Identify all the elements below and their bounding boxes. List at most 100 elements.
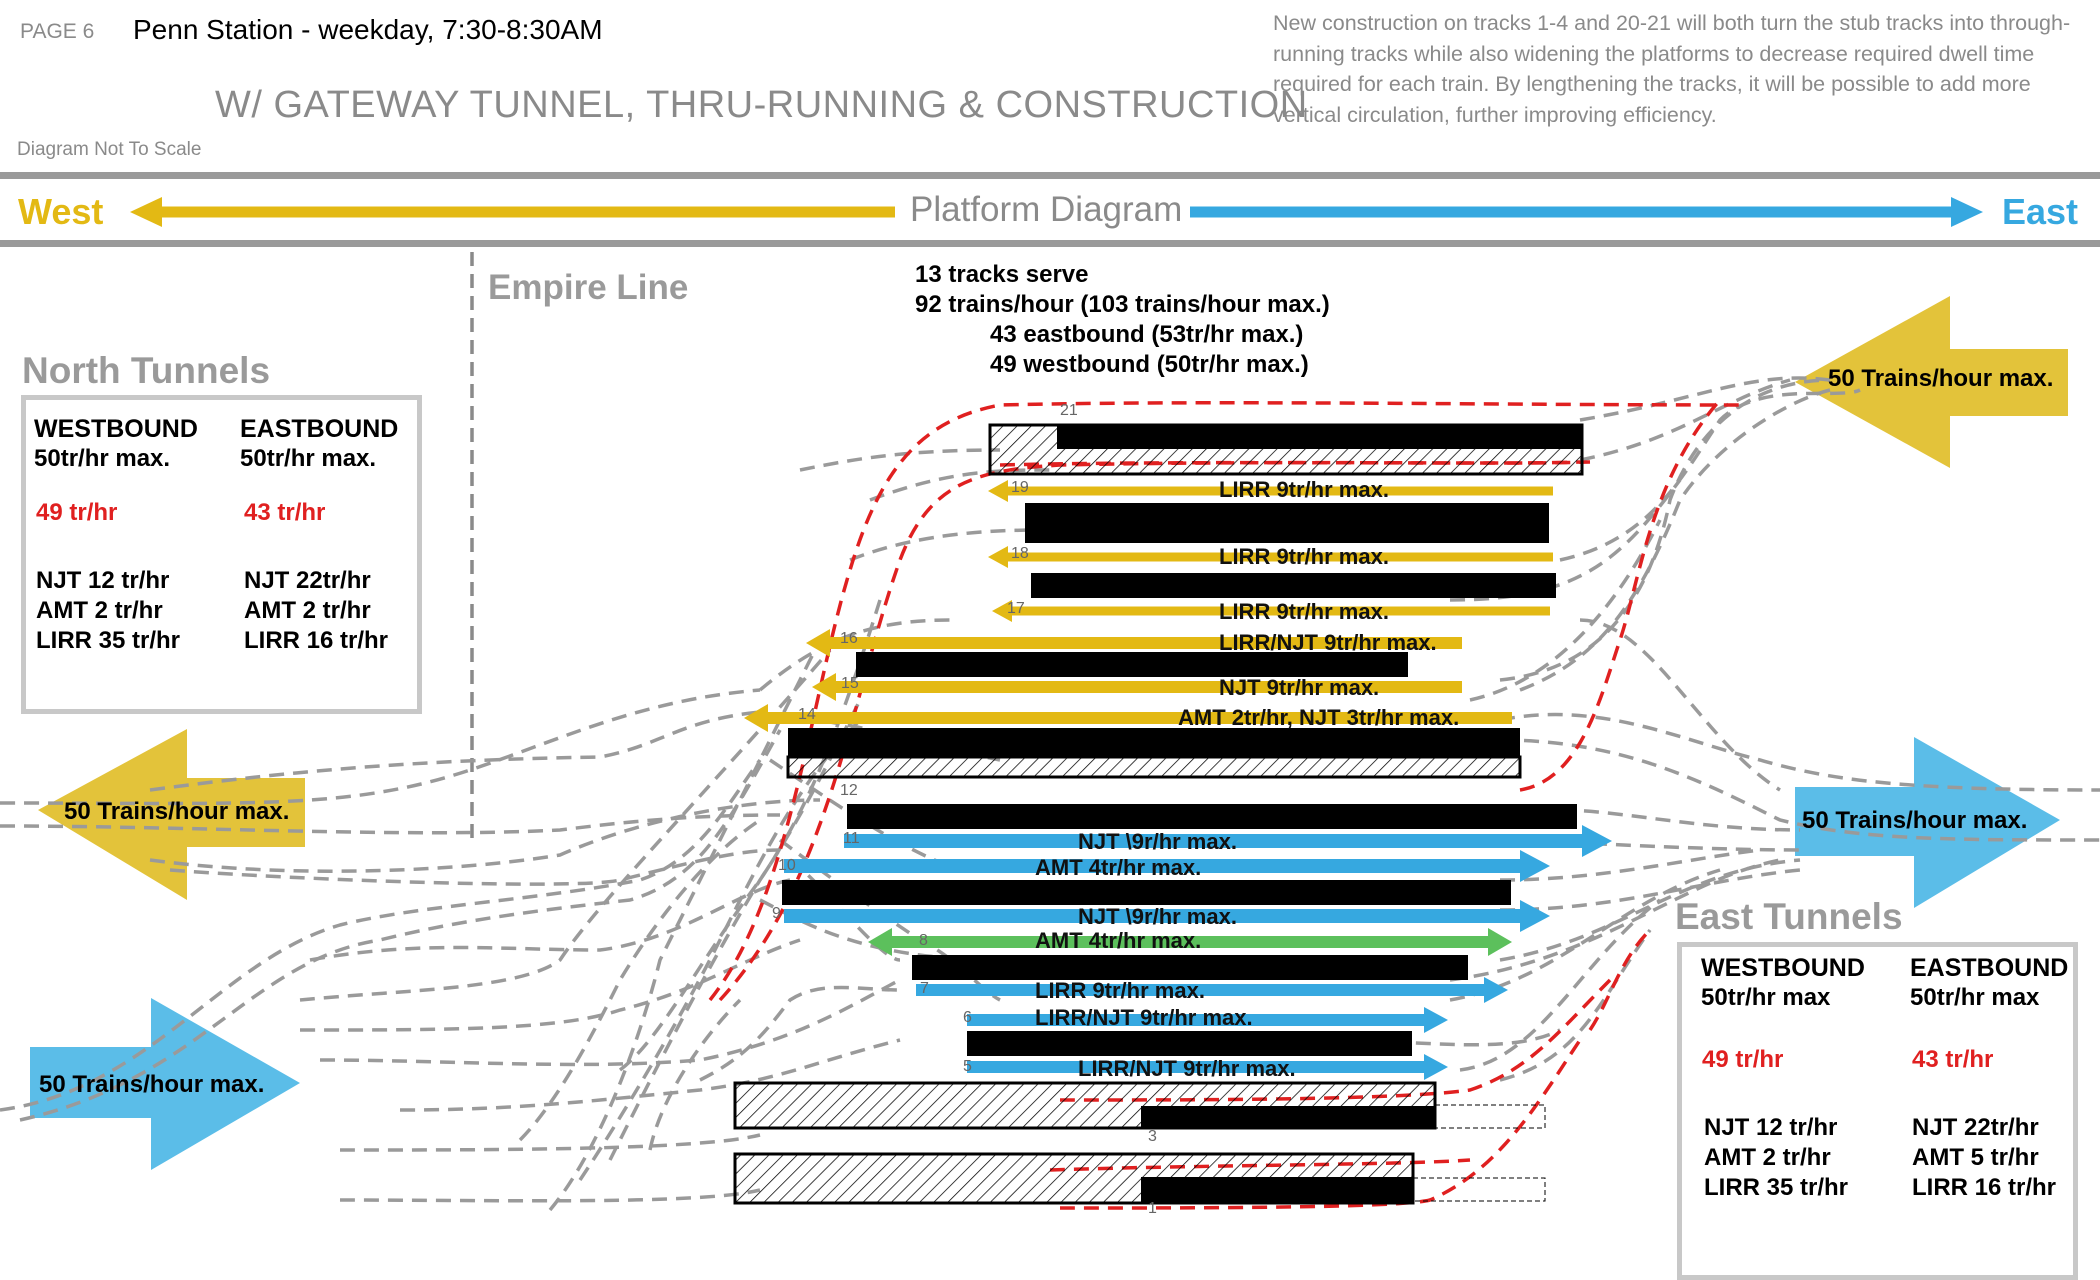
east-portal-label: 50 Trains/hour max.: [1802, 807, 2028, 834]
west-portal-label: 50 Trains/hour max.: [64, 798, 290, 825]
track-number: 7: [920, 980, 929, 997]
track-label: LIRR/NJT 9tr/hr max.: [1035, 1005, 1253, 1030]
east-eastbound-line-3: LIRR 16 tr/hr: [1912, 1174, 2057, 1201]
track-label: NJT 9tr/hr max.: [1219, 675, 1380, 700]
north-westbound-max: 50tr/hr max.: [34, 445, 171, 472]
track-label: AMT 4tr/hr max.: [1035, 928, 1202, 953]
eastbound-track-arrows: [784, 825, 1612, 1080]
platform-2-1-extension: [1412, 1177, 1546, 1202]
platform-12-11: [847, 804, 1577, 829]
ne-portal-label: 50 Trains/hour max.: [1828, 365, 2054, 392]
platform-21-22-existing: [1057, 425, 1582, 449]
east-label: East: [2002, 191, 2079, 232]
banner-rule-top: [0, 172, 2100, 179]
north-westbound-total: 49 tr/hr: [36, 499, 118, 526]
track-number: 5: [963, 1058, 972, 1075]
platform-14-13: [788, 728, 1520, 757]
track-label: LIRR 9tr/hr max.: [1219, 599, 1389, 624]
scale-note: Diagram Not To Scale: [17, 139, 202, 160]
east-westbound-line-2: AMT 2 tr/hr: [1704, 1144, 1831, 1171]
page-subtitle: W/ GATEWAY TUNNEL, THRU-RUNNING & CONSTR…: [215, 84, 1308, 126]
track-label: LIRR 9tr/hr max.: [1219, 477, 1389, 502]
platform-10-9: [782, 880, 1511, 905]
track-label: NJT \9r/hr max.: [1078, 904, 1237, 929]
west-label: West: [18, 191, 104, 232]
sw-portal-label: 50 Trains/hour max.: [39, 1071, 265, 1098]
track-label: NJT \9r/hr max.: [1078, 829, 1237, 854]
track-number: 1: [1148, 1200, 1157, 1217]
north-tunnels-label: North Tunnels: [22, 350, 271, 391]
east-portal-arrow: [1795, 737, 2060, 908]
platforms: [733, 423, 1584, 1205]
westbound-track-arrows: [744, 480, 1553, 732]
platform-4-3-extension: [1434, 1104, 1546, 1129]
platform-16-15: [856, 652, 1408, 677]
track-number: 10: [778, 857, 796, 874]
platform-13-12: [786, 755, 1522, 779]
east-tunnels-label: East Tunnels: [1675, 896, 1903, 937]
stats-line-2: 92 trains/hour (103 trains/hour max.): [915, 291, 1330, 318]
platform-8-7: [912, 955, 1468, 980]
platform-diagram-label: Platform Diagram: [910, 190, 1183, 229]
north-eastbound-head: EASTBOUND: [240, 415, 399, 443]
track-number: 9: [772, 905, 781, 922]
track-number: 18: [1011, 545, 1029, 562]
east-tunnels-box: [1677, 942, 2078, 1280]
track-label: LIRR 9tr/hr max.: [1219, 544, 1389, 569]
north-westbound-line-3: LIRR 35 tr/hr: [36, 627, 181, 654]
platform-6-5: [967, 1031, 1412, 1056]
track-number: 14: [798, 706, 816, 723]
east-arrow: [1190, 197, 1983, 227]
track-number: 11: [843, 830, 860, 847]
platform-19-18: [1025, 503, 1549, 543]
track-number: 16: [840, 630, 858, 647]
track-number: 8: [919, 932, 928, 949]
north-westbound-line-2: AMT 2 tr/hr: [36, 597, 163, 624]
capacity-stats: 13 tracks serve 92 trains/hour (103 trai…: [915, 260, 1330, 380]
west-arrow: [130, 197, 895, 227]
east-eastbound-line-2: AMT 5 tr/hr: [1912, 1144, 2039, 1171]
track-label: LIRR 9tr/hr max.: [1035, 978, 1205, 1003]
track-label: AMT 2tr/hr, NJT 3tr/hr max.: [1178, 705, 1460, 730]
north-eastbound-total: 43 tr/hr: [244, 499, 326, 526]
platform-4-3-existing: [1141, 1106, 1435, 1128]
east-westbound-max: 50tr/hr max: [1701, 984, 1831, 1011]
stats-line-3: 43 eastbound (53tr/hr max.): [990, 321, 1304, 348]
track-number: 17: [1007, 600, 1025, 617]
sw-portal-arrow: [30, 998, 300, 1170]
north-westbound-head: WESTBOUND: [34, 415, 198, 443]
new-track-connections: [708, 398, 1741, 1210]
stats-line-1: 13 tracks serve: [915, 261, 1089, 288]
north-eastbound-line-1: NJT 22tr/hr: [244, 567, 371, 594]
track-number: 21: [1060, 402, 1078, 419]
empire-line-label: Empire Line: [488, 268, 689, 307]
east-westbound-line-1: NJT 12 tr/hr: [1704, 1114, 1838, 1141]
platform-2-1-existing: [1141, 1177, 1413, 1203]
banner-rule-bottom: [0, 240, 2100, 247]
east-eastbound-head: EASTBOUND: [1910, 954, 2069, 982]
platform-18-17: [1031, 573, 1556, 598]
north-tunnels-box: [21, 395, 422, 714]
east-westbound-total: 49 tr/hr: [1702, 1046, 1784, 1073]
east-westbound-head: WESTBOUND: [1701, 954, 1865, 982]
track-number: 12: [840, 782, 858, 799]
page-title: Penn Station - weekday, 7:30-8:30AM: [133, 14, 603, 45]
page-number: PAGE 6: [20, 20, 95, 43]
east-westbound-line-3: LIRR 35 tr/hr: [1704, 1174, 1849, 1201]
track-number: 3: [1148, 1128, 1157, 1145]
north-westbound-line-1: NJT 12 tr/hr: [36, 567, 170, 594]
track-number: 6: [963, 1009, 972, 1026]
north-eastbound-line-3: LIRR 16 tr/hr: [244, 627, 389, 654]
west-portal-arrow: [38, 729, 305, 900]
existing-track-connections: [0, 376, 2100, 1212]
track-label: LIRR/NJT 9tr/hr max.: [1078, 1056, 1296, 1081]
track-number: 15: [841, 675, 859, 692]
north-eastbound-line-2: AMT 2 tr/hr: [244, 597, 371, 624]
stats-line-4: 49 westbound (50tr/hr max.): [990, 351, 1309, 378]
track-label: AMT 4tr/hr max.: [1035, 855, 1202, 880]
north-eastbound-max: 50tr/hr max.: [240, 445, 377, 472]
ne-portal-arrow: [1795, 296, 2068, 468]
east-eastbound-total: 43 tr/hr: [1912, 1046, 1994, 1073]
track-number: 19: [1011, 479, 1029, 496]
